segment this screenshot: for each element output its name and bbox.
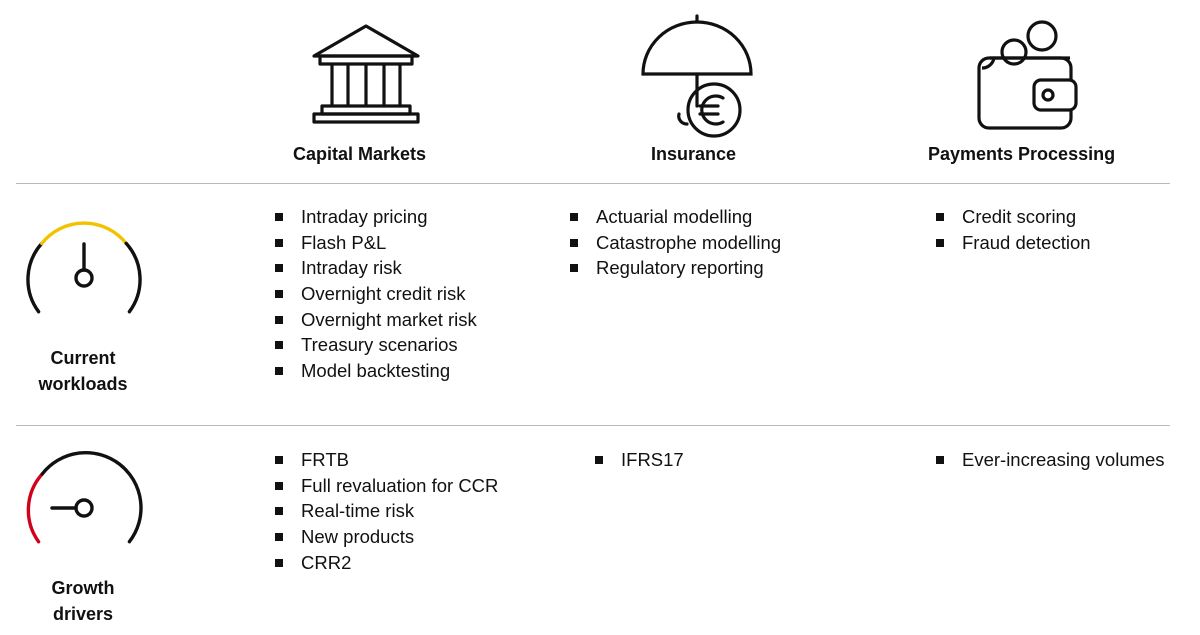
column-title-capital-markets: Capital Markets bbox=[293, 144, 427, 164]
capital-markets-current-workloads-list: Intraday pricing Flash P&L Intraday risk… bbox=[274, 204, 477, 384]
list-item: Flash P&L bbox=[274, 230, 477, 256]
divider-top bbox=[16, 183, 1170, 184]
list-item: Real-time risk bbox=[274, 498, 498, 524]
list-item: Credit scoring bbox=[935, 204, 1091, 230]
capital-markets-growth-drivers-list: FRTB Full revaluation for CCR Real-time … bbox=[274, 447, 498, 575]
list-item: IFRS17 bbox=[594, 447, 684, 473]
list-item: Intraday risk bbox=[274, 255, 477, 281]
gauge-high-icon bbox=[26, 451, 143, 544]
row-label-growth-drivers: Growth drivers bbox=[20, 575, 146, 627]
payments-current-workloads-list: Credit scoring Fraud detection bbox=[935, 204, 1091, 255]
gauge-low-icon bbox=[26, 221, 142, 314]
list-item: Fraud detection bbox=[935, 230, 1091, 256]
column-title-payments-processing: Payments Processing bbox=[928, 144, 1116, 164]
column-title-insurance: Insurance bbox=[651, 144, 737, 164]
list-item: FRTB bbox=[274, 447, 498, 473]
divider-middle bbox=[16, 425, 1170, 426]
list-item: Regulatory reporting bbox=[569, 255, 781, 281]
list-item: Treasury scenarios bbox=[274, 332, 477, 358]
list-item: Full revaluation for CCR bbox=[274, 473, 498, 499]
payments-growth-drivers-list: Ever-increasing volumes bbox=[935, 447, 1165, 473]
list-item: Model backtesting bbox=[274, 358, 477, 384]
row-label-line: workloads bbox=[38, 374, 128, 394]
bank-building-icon bbox=[312, 24, 420, 124]
list-item: Ever-increasing volumes bbox=[935, 447, 1165, 473]
list-item: Actuarial modelling bbox=[569, 204, 781, 230]
umbrella-euro-icon bbox=[641, 14, 753, 138]
list-item: Overnight market risk bbox=[274, 307, 477, 333]
insurance-growth-drivers-list: IFRS17 bbox=[594, 447, 684, 473]
insurance-current-workloads-list: Actuarial modelling Catastrophe modellin… bbox=[569, 204, 781, 281]
row-label-line: Growth bbox=[51, 578, 115, 598]
row-label-line: Current bbox=[50, 348, 116, 368]
list-item: New products bbox=[274, 524, 498, 550]
list-item: Intraday pricing bbox=[274, 204, 477, 230]
list-item: CRR2 bbox=[274, 550, 498, 576]
wallet-coins-icon bbox=[977, 20, 1078, 130]
list-item: Overnight credit risk bbox=[274, 281, 477, 307]
list-item: Catastrophe modelling bbox=[569, 230, 781, 256]
row-label-current-workloads: Current workloads bbox=[20, 345, 146, 397]
row-label-line: drivers bbox=[52, 604, 114, 624]
